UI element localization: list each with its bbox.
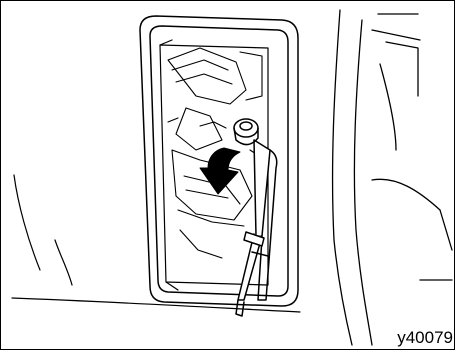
figure-code: y40079: [397, 329, 453, 346]
right-door-pillar: [333, 10, 452, 345]
jack-handle-icon: [234, 119, 277, 316]
down-arrow-icon: [200, 148, 240, 194]
